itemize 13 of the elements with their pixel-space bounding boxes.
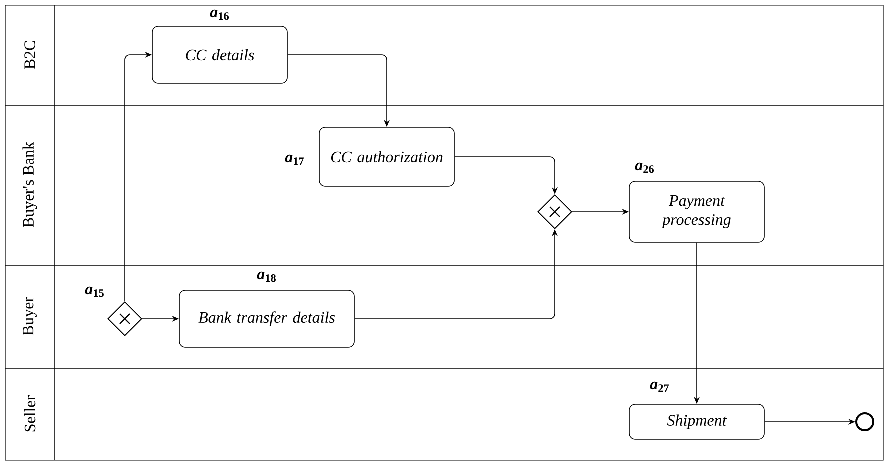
- gateway-diamond: [538, 194, 572, 230]
- task-box: CC details: [152, 26, 288, 84]
- activity-label: a$_{26}$: [635, 162, 654, 174]
- task-box: Shipment: [629, 404, 765, 440]
- activity-label: a$_{17}$: [285, 154, 304, 166]
- activity-label: a$_{27}$: [650, 382, 670, 392]
- activity-label: a$_{16}$: [210, 10, 230, 20]
- activity-label: a$_{18}$: [257, 272, 276, 282]
- activity-label: a$_{15}$: [85, 286, 104, 298]
- task-box: Bank transfer details: [179, 290, 355, 348]
- task-box: Payment processing: [629, 181, 765, 243]
- end-circle: [856, 412, 874, 432]
- task-box: CC authorization: [319, 127, 455, 187]
